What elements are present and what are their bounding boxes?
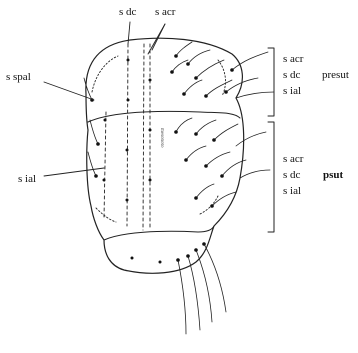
presut-group-label: presut xyxy=(322,69,349,81)
label-mesonoto: mesonoto xyxy=(159,128,164,148)
bristles xyxy=(84,42,274,334)
psut-item-acr: s acr xyxy=(283,153,304,165)
label-s-ial-left: s ial xyxy=(18,173,36,185)
presut-item-acr: s acr xyxy=(283,53,304,65)
brackets xyxy=(268,48,274,232)
presutural-group: s acr s dc s ial presut xyxy=(283,53,349,97)
psut-item-ial: s ial xyxy=(283,185,301,197)
label-s-spal: s spal xyxy=(6,71,31,83)
psut-item-dc: s dc xyxy=(283,169,301,181)
label-s-acr-top: s acr xyxy=(155,6,176,18)
presut-item-dc: s dc xyxy=(283,69,301,81)
presut-item-ial: s ial xyxy=(283,85,301,97)
setal-rows xyxy=(104,44,150,230)
leader-lines xyxy=(44,22,165,176)
psut-group-label: psut xyxy=(323,169,344,181)
label-s-dc: s dc xyxy=(119,6,137,18)
postsutural-group: s acr s dc s ial psut xyxy=(283,153,344,197)
